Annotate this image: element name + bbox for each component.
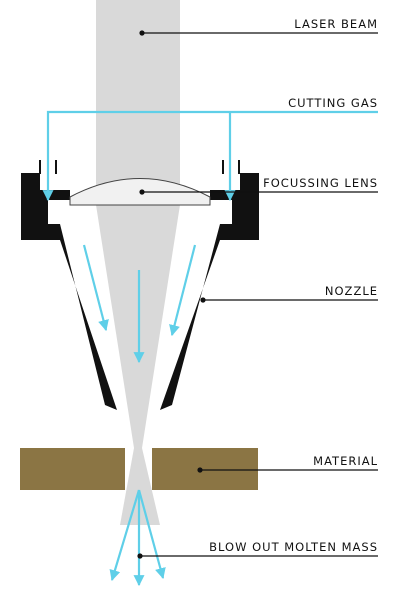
laser-beam [96, 0, 180, 525]
cutting-gas-flow [42, 110, 378, 587]
label-laser-beam: LASER BEAM [294, 17, 378, 31]
label-nozzle: NOZZLE [325, 284, 378, 298]
label-material: MATERIAL [313, 454, 378, 468]
leader-lines [140, 32, 378, 557]
material-block [20, 448, 258, 490]
leader-dots [137, 30, 206, 559]
label-cutting-gas: CUTTING GAS [288, 96, 378, 110]
label-focussing-lens: FOCUSSING LENS [263, 176, 378, 190]
label-blow-out-molten-mass: BLOW OUT MOLTEN MASS [209, 540, 378, 554]
